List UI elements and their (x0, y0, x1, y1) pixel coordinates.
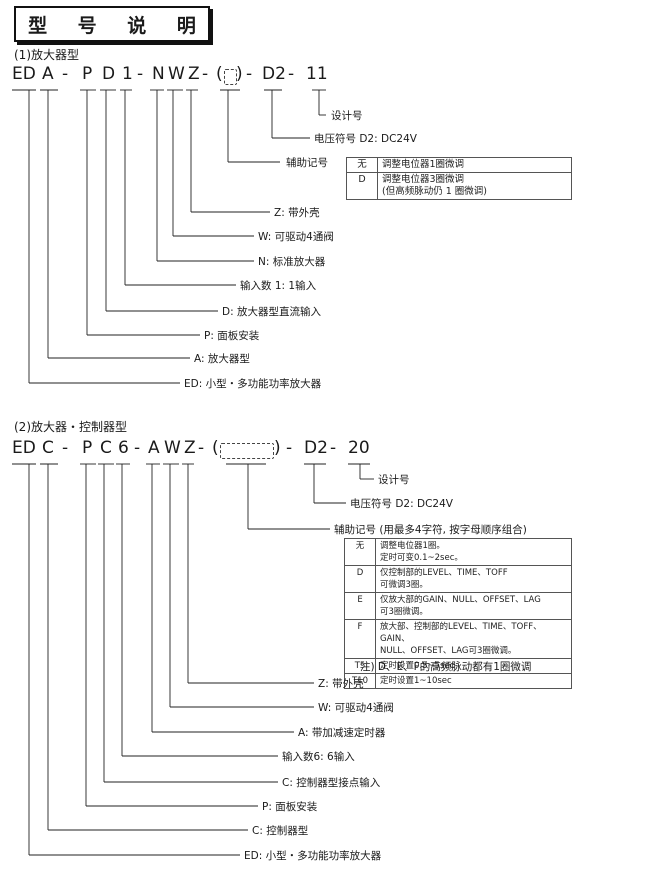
code-part: - (134, 438, 141, 458)
code-part: ) (274, 438, 281, 458)
label-voltage: 电压符号 D2: DC24V (314, 133, 417, 145)
code-part: P (82, 438, 93, 458)
code-part: 1 (122, 64, 133, 84)
code-part: Z (188, 64, 200, 84)
code-part: - (62, 64, 69, 84)
label-ed: ED: 小型・多功能功率放大器 (244, 850, 382, 862)
aux-note: 注) D、E、F的高频脉动都有1圈微调 (360, 661, 532, 673)
table-row: 无 调整电位器1圈。定时可变0.1~2sec。 (344, 538, 572, 566)
code-part: N (152, 64, 165, 84)
code-part: P (82, 64, 93, 84)
label-design-number: 设计号 (378, 474, 410, 486)
aux-key: E (344, 592, 376, 620)
section1-title: (1)放大器型 (14, 48, 79, 62)
aux-desc: 调整电位器3圈微调(但高频脉动仍 1 圈微调) (377, 172, 572, 200)
label-a: A: 放大器型 (194, 353, 250, 365)
code-part: D2 (304, 438, 328, 458)
code-part: A (148, 438, 160, 458)
table-row: F 放大部、控制部的LEVEL、TIME、TOFF、GAIN、NULL、OFFS… (344, 619, 572, 659)
label-a: A: 带加减速定时器 (298, 727, 386, 739)
page-title: 型 号 说 明 (28, 14, 208, 37)
code-part: 20 (348, 438, 370, 458)
aux-key: T10 (344, 673, 376, 689)
label-inputs: 输入数 1: 1输入 (240, 280, 317, 292)
label-ed: ED: 小型・多功能功率放大器 (184, 378, 322, 390)
section2-aux-table: 无 调整电位器1圈。定时可变0.1~2sec。 D 仅控制部的LEVEL、TIM… (344, 538, 572, 689)
code-part: A (42, 64, 54, 84)
code-part: W (164, 438, 181, 458)
page-title-box: 型 号 说 明 (14, 6, 210, 42)
code-part: - (288, 64, 295, 84)
aux-desc: 定时设置1~10sec (375, 673, 572, 689)
section2-title: (2)放大器・控制器型 (14, 420, 127, 434)
code-part: D2 (262, 64, 286, 84)
code-part: - (330, 438, 337, 458)
aux-desc: 放大部、控制部的LEVEL、TIME、TOFF、GAIN、NULL、OFFSET… (375, 619, 572, 659)
label-n: N: 标准放大器 (258, 256, 326, 268)
label-voltage: 电压符号 D2: DC24V (350, 498, 453, 510)
aux-key: 无 (344, 538, 376, 566)
code-part: 6 (118, 438, 129, 458)
label-p: P: 面板安装 (262, 801, 318, 813)
code-part: - (137, 64, 144, 84)
code-part: - (202, 64, 209, 84)
aux-key: D (344, 565, 376, 593)
code-part: 11 (306, 64, 328, 84)
code-part: C (42, 438, 54, 458)
aux-placeholder-box (220, 443, 274, 459)
label-aux: 辅助记号 (286, 157, 328, 169)
label-z: Z: 带外壳 (318, 678, 364, 690)
code-part: ED (12, 64, 36, 84)
label-inputs: 输入数6: 6输入 (282, 751, 355, 763)
table-row: T10 定时设置1~10sec (344, 673, 572, 689)
code-part: - (62, 438, 69, 458)
label-d: D: 放大器型直流输入 (222, 306, 321, 318)
label-c: C: 控制器型 (252, 825, 309, 837)
label-w: W: 可驱动4通阀 (258, 231, 334, 243)
label-c-contact: C: 控制器型接点输入 (282, 777, 381, 789)
aux-placeholder-box (224, 69, 237, 85)
label-design-number: 设计号 (331, 110, 363, 122)
code-part: ED (12, 438, 36, 458)
code-part: Z (184, 438, 196, 458)
code-part: ( (216, 64, 223, 84)
code-part: - (198, 438, 205, 458)
label-z: Z: 带外壳 (274, 207, 320, 219)
code-part: ( (212, 438, 219, 458)
label-w: W: 可驱动4通阀 (318, 702, 394, 714)
code-part: - (246, 64, 253, 84)
code-part: W (168, 64, 185, 84)
table-row: D 调整电位器3圈微调(但高频脉动仍 1 圈微调) (346, 172, 572, 200)
code-part: C (100, 438, 112, 458)
aux-key: F (344, 619, 376, 659)
aux-desc: 调整电位器1圈。定时可变0.1~2sec。 (375, 538, 572, 566)
label-aux: 辅助记号 (用最多4字符, 按字母顺序组合) (334, 524, 527, 536)
label-p: P: 面板安装 (204, 330, 260, 342)
code-part: - (286, 438, 293, 458)
section1-aux-table: 无 调整电位器1圈微调 D 调整电位器3圈微调(但高频脉动仍 1 圈微调) (346, 157, 572, 200)
aux-key: D (346, 172, 378, 200)
code-part: D (102, 64, 116, 84)
code-part: ) (236, 64, 243, 84)
